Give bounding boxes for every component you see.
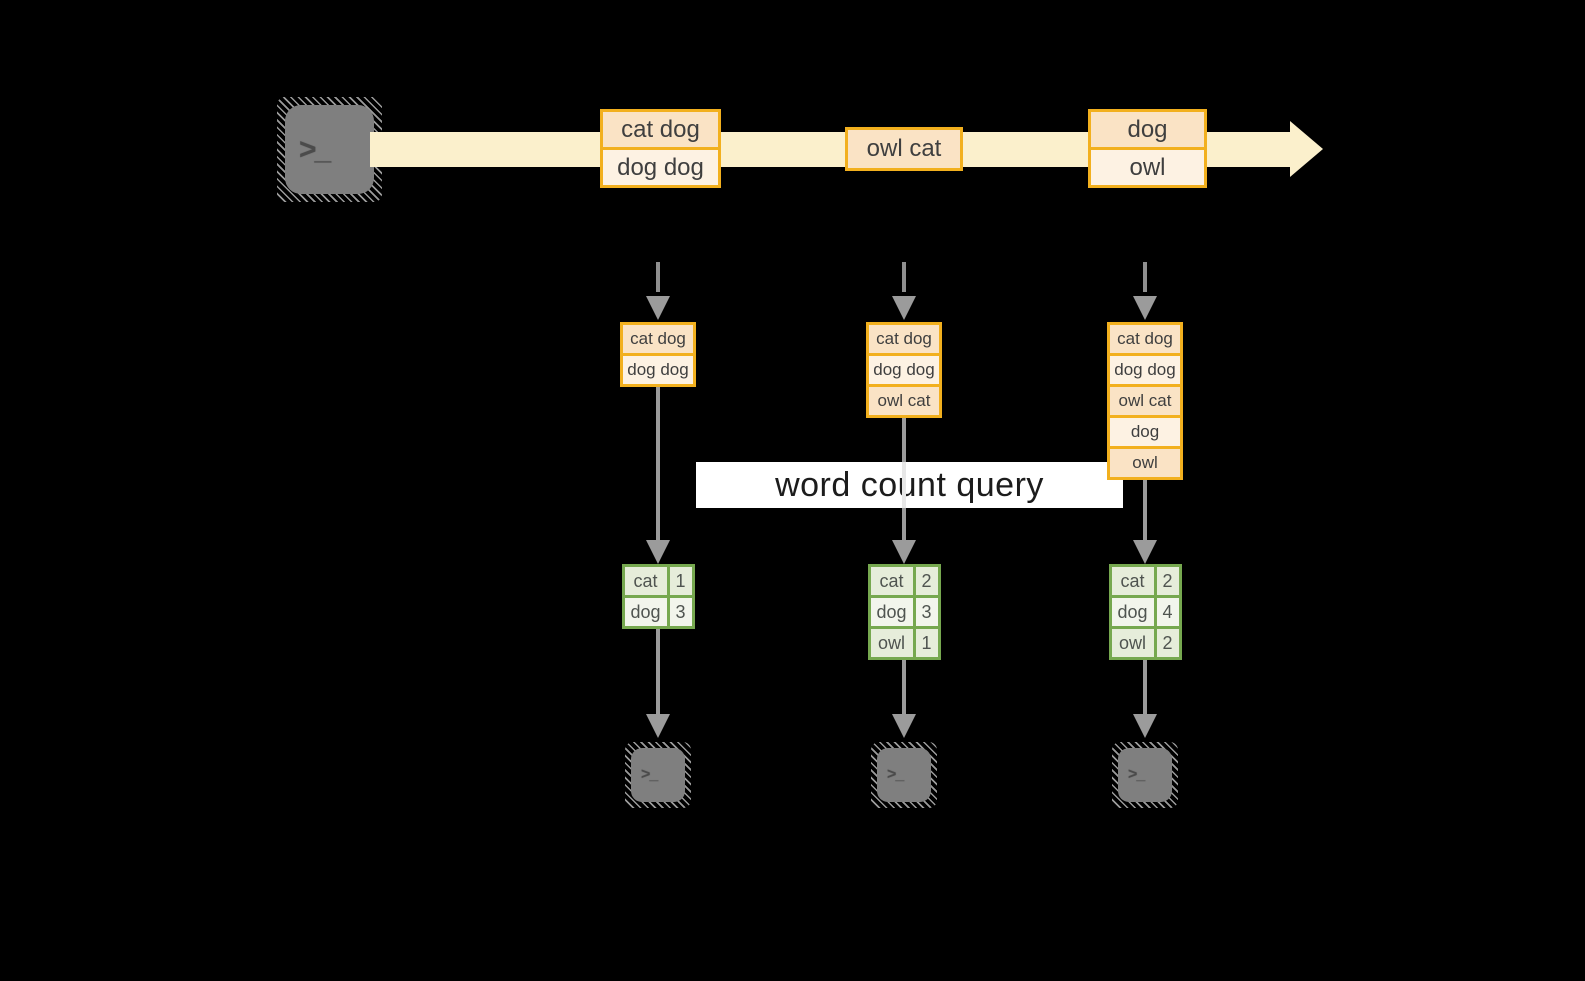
input-row-cell: dog [1110,418,1180,446]
result-count-cell: 2 [915,567,938,595]
result-count-cell: 3 [669,598,692,626]
terminal-prompt-glyph: >_ [1128,766,1145,783]
result-word-cell: cat [870,567,913,595]
flow-line [902,658,906,714]
stream-event-cell: owl cat [848,130,960,168]
dashed-arrow-line [656,262,660,292]
result-word-cell: dog [624,598,667,626]
terminal-screen: >_ [285,105,374,194]
query-banner-label: word count query [775,465,1044,504]
stream-event-cell: cat dog [603,112,718,147]
stream-event-cell: dog [1091,112,1204,147]
input-row-cell: dog dog [869,356,939,384]
dashed-arrow-line [902,262,906,292]
result-word-cell: owl [1111,629,1154,657]
terminal-screen: >_ [877,748,931,802]
arrow-down-icon [892,540,916,564]
input-row-cell: dog dog [1110,356,1180,384]
timeline-arrowhead-icon [1290,121,1323,177]
output-terminal-icon: >_ [871,742,937,808]
input-row-cell: owl cat [1110,387,1180,415]
result-count-cell: 2 [1156,567,1179,595]
stream-event-box: owl cat [845,127,963,171]
dashed-arrow-line [1143,262,1147,292]
query-banner: word count query [696,462,1123,508]
terminal-screen: >_ [1118,748,1172,802]
stream-event-cell: dog dog [603,150,718,185]
input-row-cell: cat dog [1110,325,1180,353]
input-row-cell: cat dog [623,325,693,353]
dashed-arrow-head-icon [892,296,916,320]
flow-line-through-banner [902,462,906,508]
terminal-prompt-glyph: >_ [299,132,331,166]
arrow-down-icon [892,714,916,738]
result-count-cell: 4 [1156,598,1179,626]
input-row-cell: owl cat [869,387,939,415]
result-word-cell: dog [870,598,913,626]
unbounded-input-table: cat dog dog dog owl cat dog owl [1107,322,1183,480]
output-terminal-icon: >_ [625,742,691,808]
flow-line [1143,658,1147,714]
stream-event-cell: owl [1091,150,1204,185]
flow-line [656,627,660,714]
result-word-cell: cat [624,567,667,595]
flow-line [1143,478,1147,540]
result-count-cell: 2 [1156,629,1179,657]
input-terminal-icon: >_ [277,97,382,202]
result-count-cell: 1 [669,567,692,595]
arrow-down-icon [1133,714,1157,738]
result-count-cell: 3 [915,598,938,626]
terminal-screen: >_ [631,748,685,802]
result-word-cell: dog [1111,598,1154,626]
input-row-cell: cat dog [869,325,939,353]
input-row-cell: dog dog [623,356,693,384]
unbounded-input-table: cat dog dog dog [620,322,696,387]
result-word-cell: cat [1111,567,1154,595]
terminal-prompt-glyph: >_ [641,766,658,783]
result-word-cell: owl [870,629,913,657]
input-row-cell: owl [1110,449,1180,477]
result-count-cell: 1 [915,629,938,657]
terminal-prompt-glyph: >_ [887,766,904,783]
unbounded-input-table: cat dog dog dog owl cat [866,322,942,418]
flow-line [656,385,660,540]
output-terminal-icon: >_ [1112,742,1178,808]
arrow-down-icon [646,714,670,738]
dashed-arrow-head-icon [1133,296,1157,320]
arrow-down-icon [646,540,670,564]
arrow-down-icon [1133,540,1157,564]
dashed-arrow-head-icon [646,296,670,320]
